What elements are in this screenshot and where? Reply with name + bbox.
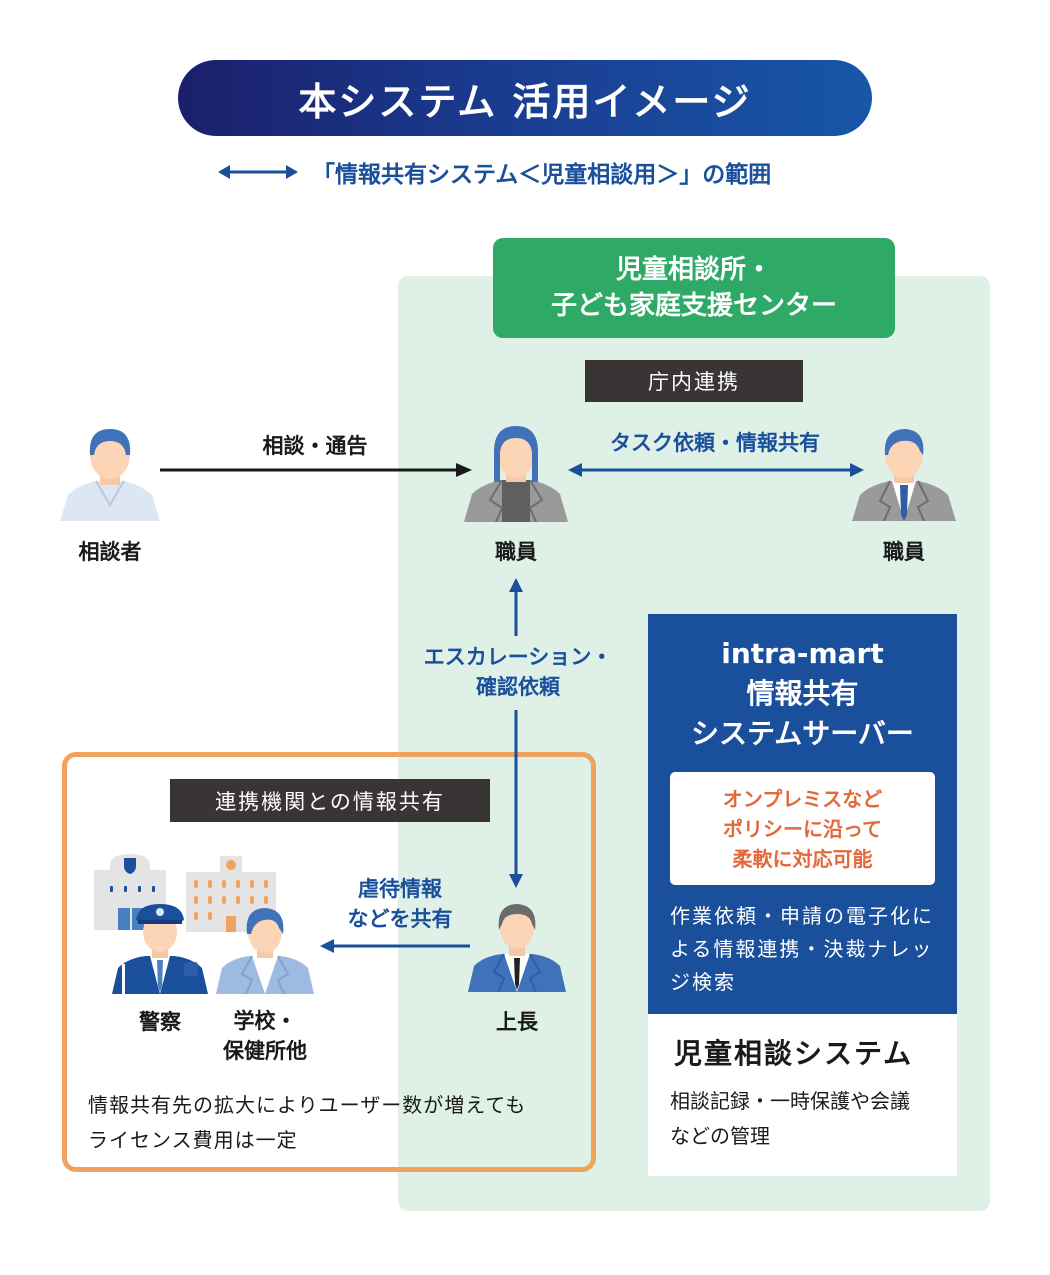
task-double-arrow <box>568 462 864 478</box>
staff-other-label: 職員 <box>883 540 925 564</box>
center-heading-line2: 子ども家庭支援センター <box>550 291 837 321</box>
partners-box <box>62 752 596 1172</box>
intra-mart-server-box: intra-mart 情報共有 システムサーバー オンプレミスなど ポリシーに沿… <box>648 614 957 1014</box>
center-heading-line1: 児童相談所・ <box>615 255 772 285</box>
consultant-label: 相談者 <box>78 540 142 564</box>
server-note-line2: ポリシーに沿って <box>723 816 882 841</box>
school-label-line1: 学校・ <box>233 1009 297 1033</box>
partners-note-line2: ライセンス費用は一定 <box>88 1128 298 1152</box>
escalation-arrow-up <box>508 578 524 638</box>
escalation-label-line2: 確認依頼 <box>476 675 560 699</box>
server-description: 作業依頼・申請の電子化による情報連携・決裁ナレッジ検索 <box>670 904 934 994</box>
server-title-line2: 情報共有 <box>746 677 859 710</box>
partners-label: 連携機関との情報共有 <box>170 779 490 822</box>
server-title: intra-mart 情報共有 システムサーバー <box>648 634 957 754</box>
jido-desc-line1: 相談記録・一時保護や会議 <box>670 1089 910 1113</box>
partners-note-line1: 情報共有先の拡大によりユーザー数が増えても <box>88 1093 527 1117</box>
partners-note: 情報共有先の拡大によりユーザー数が増えても ライセンス費用は一定 <box>88 1088 588 1158</box>
double-arrow-icon <box>218 162 298 182</box>
escalation-label: エスカレーション・ 確認依頼 <box>400 642 636 702</box>
server-title-line1: intra-mart <box>721 637 884 670</box>
task-arrow-label: タスク依頼・情報共有 <box>610 431 820 455</box>
supervisor-label: 上長 <box>496 1010 538 1034</box>
internal-collab-label: 庁内連携 <box>585 360 803 402</box>
center-heading: 児童相談所・ 子ども家庭支援センター <box>493 238 895 338</box>
escalation-arrow-down <box>508 710 524 888</box>
server-note: オンプレミスなど ポリシーに沿って 柔軟に対応可能 <box>670 772 935 885</box>
supervisor-icon <box>466 900 568 992</box>
jido-desc-line2: などの管理 <box>670 1124 770 1148</box>
staff-other-icon <box>850 425 958 521</box>
legend: 「情報共有システム＜児童相談用＞」の範囲 <box>218 155 771 189</box>
share-arrow-label: 虐待情報 などを共有 <box>320 874 480 934</box>
staff-main-icon <box>462 422 570 522</box>
consultant-icon <box>58 425 162 521</box>
jido-system-description: 相談記録・一時保護や会議 などの管理 <box>670 1084 950 1154</box>
server-note-line3: 柔軟に対応可能 <box>732 846 873 871</box>
school-label-line2: 保健所他 <box>223 1039 307 1063</box>
consult-arrow-label: 相談・通告 <box>262 434 368 458</box>
legend-text: 「情報共有システム＜児童相談用＞」の範囲 <box>312 162 772 188</box>
school-label: 学校・ 保健所他 <box>210 1006 320 1066</box>
server-note-line1: オンプレミスなど <box>722 786 883 811</box>
jido-system-box: 児童相談システム 相談記録・一時保護や会議 などの管理 <box>648 1014 957 1176</box>
staff-main-label: 職員 <box>495 540 537 564</box>
escalation-label-line1: エスカレーション・ <box>423 645 613 669</box>
police-label: 警察 <box>139 1010 181 1034</box>
police-officer-icon <box>110 902 210 994</box>
share-label-line2: などを共有 <box>347 907 453 931</box>
school-staff-icon <box>214 906 316 994</box>
consult-arrow <box>160 462 472 478</box>
page-title: 本システム 活用イメージ <box>178 60 872 136</box>
share-arrow <box>320 938 470 954</box>
jido-system-title: 児童相談システム <box>674 1037 914 1070</box>
server-title-line3: システムサーバー <box>691 717 914 750</box>
share-label-line1: 虐待情報 <box>358 877 442 901</box>
